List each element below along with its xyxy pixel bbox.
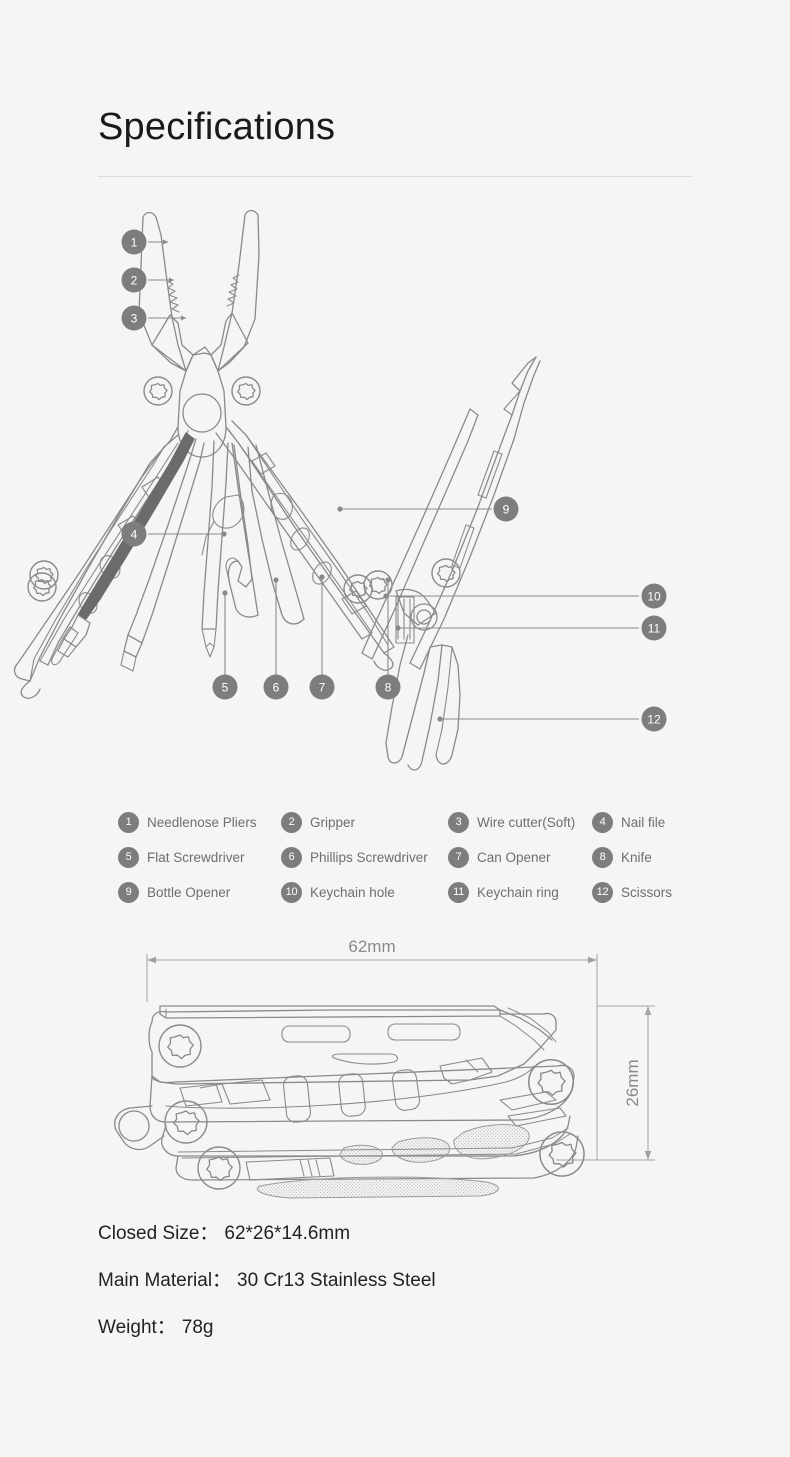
- legend-badge: 9: [118, 881, 139, 903]
- legend-item-2: 2 Gripper: [281, 809, 355, 835]
- svg-text:8: 8: [385, 681, 392, 695]
- legend-label: Scissors: [621, 884, 673, 900]
- svg-text:4: 4: [131, 528, 138, 542]
- svg-text:5: 5: [222, 681, 229, 695]
- legend-item-1: 1 Needlenose Pliers: [118, 809, 257, 835]
- title-divider: [98, 176, 692, 177]
- callout-badge-11: 11: [641, 615, 667, 641]
- legend-label: Keychain hole: [310, 884, 395, 900]
- callout-badge-9: 9: [493, 496, 519, 522]
- legend-label: Can Opener: [477, 849, 551, 865]
- legend-badge: 5: [118, 846, 139, 868]
- legend-item-3: 3 Wire cutter(Soft): [448, 809, 575, 835]
- legend-badge: 1: [118, 811, 139, 833]
- legend-label: Gripper: [310, 814, 356, 830]
- legend-item-12: 12 Scissors: [592, 879, 672, 905]
- callout-badge-12: 12: [641, 706, 667, 732]
- legend-badge: 12: [592, 881, 613, 903]
- callout-badge-1: 1: [121, 229, 147, 255]
- svg-text:3: 3: [131, 312, 138, 326]
- legend-item-6: 6 Phillips Screwdriver: [281, 844, 428, 870]
- callout-badge-2: 2: [121, 267, 147, 293]
- svg-text:12: 12: [647, 713, 661, 727]
- legend-label: Bottle Opener: [147, 884, 231, 900]
- legend-badge: 4: [592, 811, 613, 833]
- callout-badge-6: 6: [263, 674, 289, 700]
- svg-text:11: 11: [648, 622, 661, 636]
- legend-label: Knife: [621, 849, 652, 865]
- legend-badge: 2: [281, 811, 302, 833]
- closed-size-diagram: 62mm 26mm: [0, 930, 790, 1200]
- callout-badge-7: 7: [309, 674, 335, 700]
- spec-closed-size: Closed Size：62*26*14.6mm: [98, 1222, 718, 1246]
- legend-row: 1 Needlenose Pliers 2 Gripper 3 Wire cut…: [118, 809, 698, 835]
- spec-label: Main Material：: [98, 1270, 232, 1291]
- spec-value: 62*26*14.6mm: [224, 1223, 351, 1244]
- svg-text:6: 6: [273, 681, 280, 695]
- width-dimension-label: 62mm: [348, 937, 395, 956]
- callout-badge-8: 8: [375, 674, 401, 700]
- legend-badge: 6: [281, 846, 302, 868]
- spec-label: Weight：: [98, 1317, 176, 1338]
- spec-list: Closed Size：62*26*14.6mm Main Material：3…: [98, 1222, 718, 1363]
- svg-text:10: 10: [647, 590, 661, 604]
- legend-item-11: 11 Keychain ring: [448, 879, 559, 905]
- spec-main-material: Main Material：30 Cr13 Stainless Steel: [98, 1269, 718, 1293]
- spec-value: 30 Cr13 Stainless Steel: [237, 1270, 436, 1291]
- legend-badge: 8: [592, 846, 613, 868]
- legend-label: Flat Screwdriver: [147, 849, 245, 865]
- svg-text:1: 1: [131, 236, 138, 250]
- legend-badge: 3: [448, 811, 469, 833]
- legend-row: 9 Bottle Opener 10 Keychain hole 11 Keyc…: [118, 879, 698, 905]
- legend-item-5: 5 Flat Screwdriver: [118, 844, 245, 870]
- exploded-tool-diagram: 1 2 3 4 5 6 7 8 9 10 11 12: [0, 195, 790, 785]
- legend-item-8: 8 Knife: [592, 844, 652, 870]
- callout-badge-4: 4: [121, 521, 147, 547]
- legend-row: 5 Flat Screwdriver 6 Phillips Screwdrive…: [118, 844, 698, 870]
- legend-label: Phillips Screwdriver: [310, 849, 428, 865]
- legend-label: Wire cutter(Soft): [477, 814, 576, 830]
- legend-item-4: 4 Nail file: [592, 809, 665, 835]
- legend-label: Nail file: [621, 814, 666, 830]
- page-title: Specifications: [98, 106, 336, 148]
- legend-badge: 7: [448, 846, 469, 868]
- callout-badge-5: 5: [212, 674, 238, 700]
- legend-label: Needlenose Pliers: [147, 814, 257, 830]
- spec-value: 78g: [181, 1317, 214, 1338]
- legend-grid: 1 Needlenose Pliers 2 Gripper 3 Wire cut…: [118, 805, 698, 915]
- height-dimension-label: 26mm: [623, 1059, 642, 1106]
- spec-weight: Weight：78g: [98, 1316, 718, 1340]
- spec-label: Closed Size：: [98, 1223, 219, 1244]
- legend-badge: 10: [281, 881, 302, 903]
- legend-item-10: 10 Keychain hole: [281, 879, 395, 905]
- legend-item-7: 7 Can Opener: [448, 844, 551, 870]
- callout-badge-3: 3: [121, 305, 147, 331]
- legend-badge: 11: [448, 881, 469, 903]
- svg-text:9: 9: [503, 503, 510, 517]
- legend-item-9: 9 Bottle Opener: [118, 879, 230, 905]
- legend-label: Keychain ring: [477, 884, 559, 900]
- svg-text:2: 2: [131, 274, 138, 288]
- callout-badge-10: 10: [641, 583, 667, 609]
- svg-text:7: 7: [319, 681, 326, 695]
